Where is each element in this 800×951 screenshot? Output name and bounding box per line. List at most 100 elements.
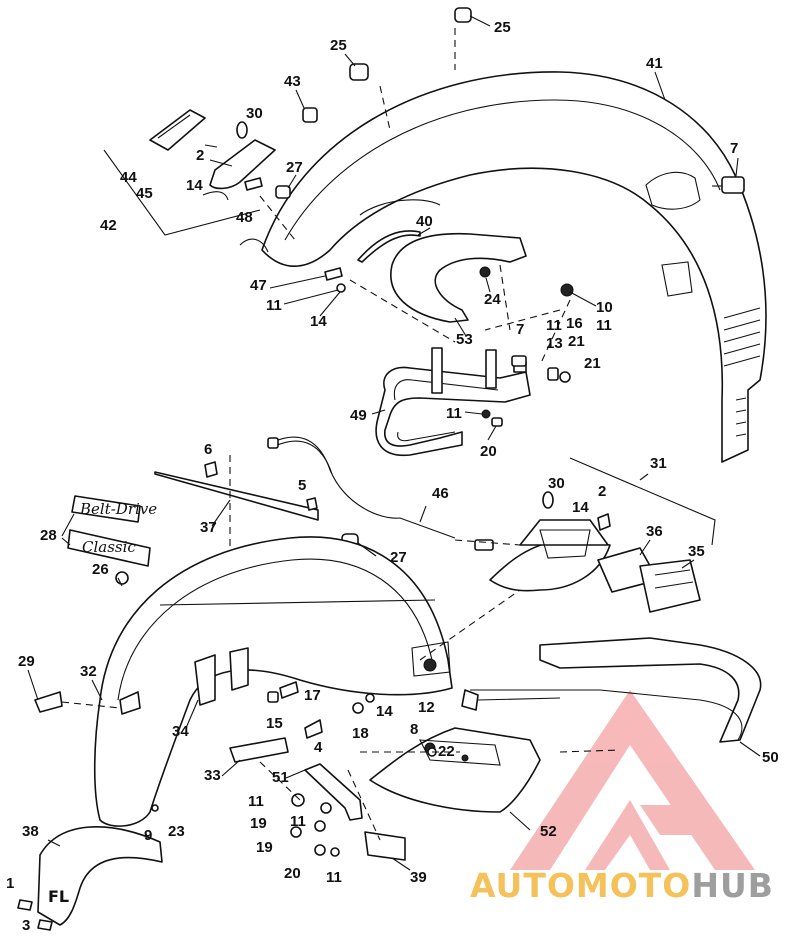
callout-labels: 25 25 41 43 30 7 2 27 44 14 45 48 42 40 … [6, 19, 779, 934]
callout-14: 14 [310, 313, 327, 330]
callout-10: 10 [596, 299, 613, 316]
callout-11: 11 [266, 297, 282, 314]
callout-20: 20 [480, 443, 497, 460]
lower-rear-fender [93, 536, 453, 827]
callout-11: 11 [446, 405, 462, 422]
callout-22: 22 [438, 743, 455, 760]
part-39-reflector [364, 831, 406, 861]
callout-53: 53 [456, 331, 473, 348]
callout-27: 27 [390, 549, 407, 566]
callout-6: 6 [204, 441, 212, 458]
tip-letters: FL [48, 887, 69, 906]
part-49-support-rack [375, 347, 531, 457]
callout-23: 23 [168, 823, 185, 840]
callout-9: 9 [144, 827, 152, 844]
callout-48: 48 [236, 209, 253, 226]
part-46-wiring-harness [267, 436, 521, 551]
upper-assembly-guides [259, 195, 571, 366]
callout-33: 33 [204, 767, 221, 784]
part-43-grommet [302, 107, 318, 123]
callout-39: 39 [410, 869, 427, 886]
callout-25: 25 [494, 19, 511, 36]
callout-14: 14 [376, 703, 393, 720]
part-53-seat-pad [390, 232, 527, 323]
callout-41: 41 [646, 55, 663, 72]
callout-50: 50 [762, 749, 779, 766]
callout-17: 17 [304, 687, 321, 704]
watermark-hub: HUB [691, 866, 774, 905]
callout-35: 35 [688, 543, 705, 560]
callout-11: 11 [290, 813, 306, 830]
callout-21: 21 [584, 355, 601, 372]
callout-11: 11 [326, 869, 342, 886]
lower-assembly-guides [259, 589, 621, 841]
watermark-moto: MOTO [575, 866, 692, 905]
part-31-tail-lamp-assembly [489, 457, 716, 613]
callout-49: 49 [350, 407, 367, 424]
part-38-fender-tip: FL [17, 826, 163, 931]
callout-13: 13 [546, 335, 563, 352]
upper-hardware [324, 267, 574, 383]
callout-30: 30 [246, 105, 263, 122]
callout-37: 37 [200, 519, 217, 536]
callout-38: 38 [22, 823, 39, 840]
callout-30: 30 [548, 475, 565, 492]
callout-7: 7 [516, 321, 524, 338]
emblem-belt-drive: Belt-Drive [71, 495, 157, 523]
part-34-brackets [194, 647, 249, 706]
callout-27: 27 [286, 159, 303, 176]
callout-20: 20 [284, 865, 301, 882]
upper-rear-fender [239, 71, 767, 463]
callout-46: 46 [432, 485, 449, 502]
part-40-strip [357, 230, 421, 263]
callout-12: 12 [418, 699, 435, 716]
callout-19: 19 [250, 815, 267, 832]
watermark-auto: AUTO [470, 866, 576, 905]
callout-15: 15 [266, 715, 283, 732]
callout-21: 21 [568, 333, 585, 350]
part-50-luggage-rack [461, 637, 762, 743]
callout-47: 47 [250, 277, 267, 294]
part-25-cap-left [349, 63, 391, 131]
callout-18: 18 [352, 725, 369, 742]
callout-11: 11 [546, 317, 562, 334]
callout-14: 14 [186, 177, 203, 194]
part-25-cap-top [454, 7, 472, 70]
classic-text: Classic [82, 538, 136, 556]
watermark-logo-triangle [510, 690, 755, 870]
leader-lines [27, 15, 761, 871]
callout-51: 51 [272, 769, 289, 786]
callout-42: 42 [100, 217, 117, 234]
lower-hardware [151, 681, 437, 857]
upper-marker-lamp-assembly [103, 109, 291, 236]
callout-1: 1 [6, 875, 14, 892]
callout-45: 45 [136, 185, 153, 202]
callout-4: 4 [314, 739, 323, 756]
callout-52: 52 [540, 823, 557, 840]
part-51-bracket [304, 763, 363, 821]
callout-11: 11 [596, 317, 612, 334]
callout-26: 26 [92, 561, 109, 578]
callout-7: 7 [730, 140, 738, 157]
part-29-bracket [34, 691, 141, 715]
callout-19: 19 [256, 839, 273, 856]
callout-44: 44 [120, 169, 137, 186]
callout-36: 36 [646, 523, 663, 540]
callout-24: 24 [484, 291, 501, 308]
callout-3: 3 [22, 917, 30, 934]
callout-5: 5 [298, 477, 306, 494]
callout-32: 32 [80, 663, 97, 680]
callout-11: 11 [248, 793, 264, 810]
part-52-luggage-pad [369, 727, 541, 813]
callout-29: 29 [18, 653, 35, 670]
callout-16: 16 [566, 315, 583, 332]
fender-vents [723, 307, 761, 437]
watermark-brand-text: AUTOMOTOHUB [470, 866, 774, 905]
callout-31: 31 [650, 455, 667, 472]
callout-2: 2 [196, 147, 204, 164]
callout-43: 43 [284, 73, 301, 90]
part-33-bracket [229, 737, 289, 763]
belt-drive-text: Belt-Drive [79, 500, 157, 518]
callout-40: 40 [416, 213, 433, 230]
